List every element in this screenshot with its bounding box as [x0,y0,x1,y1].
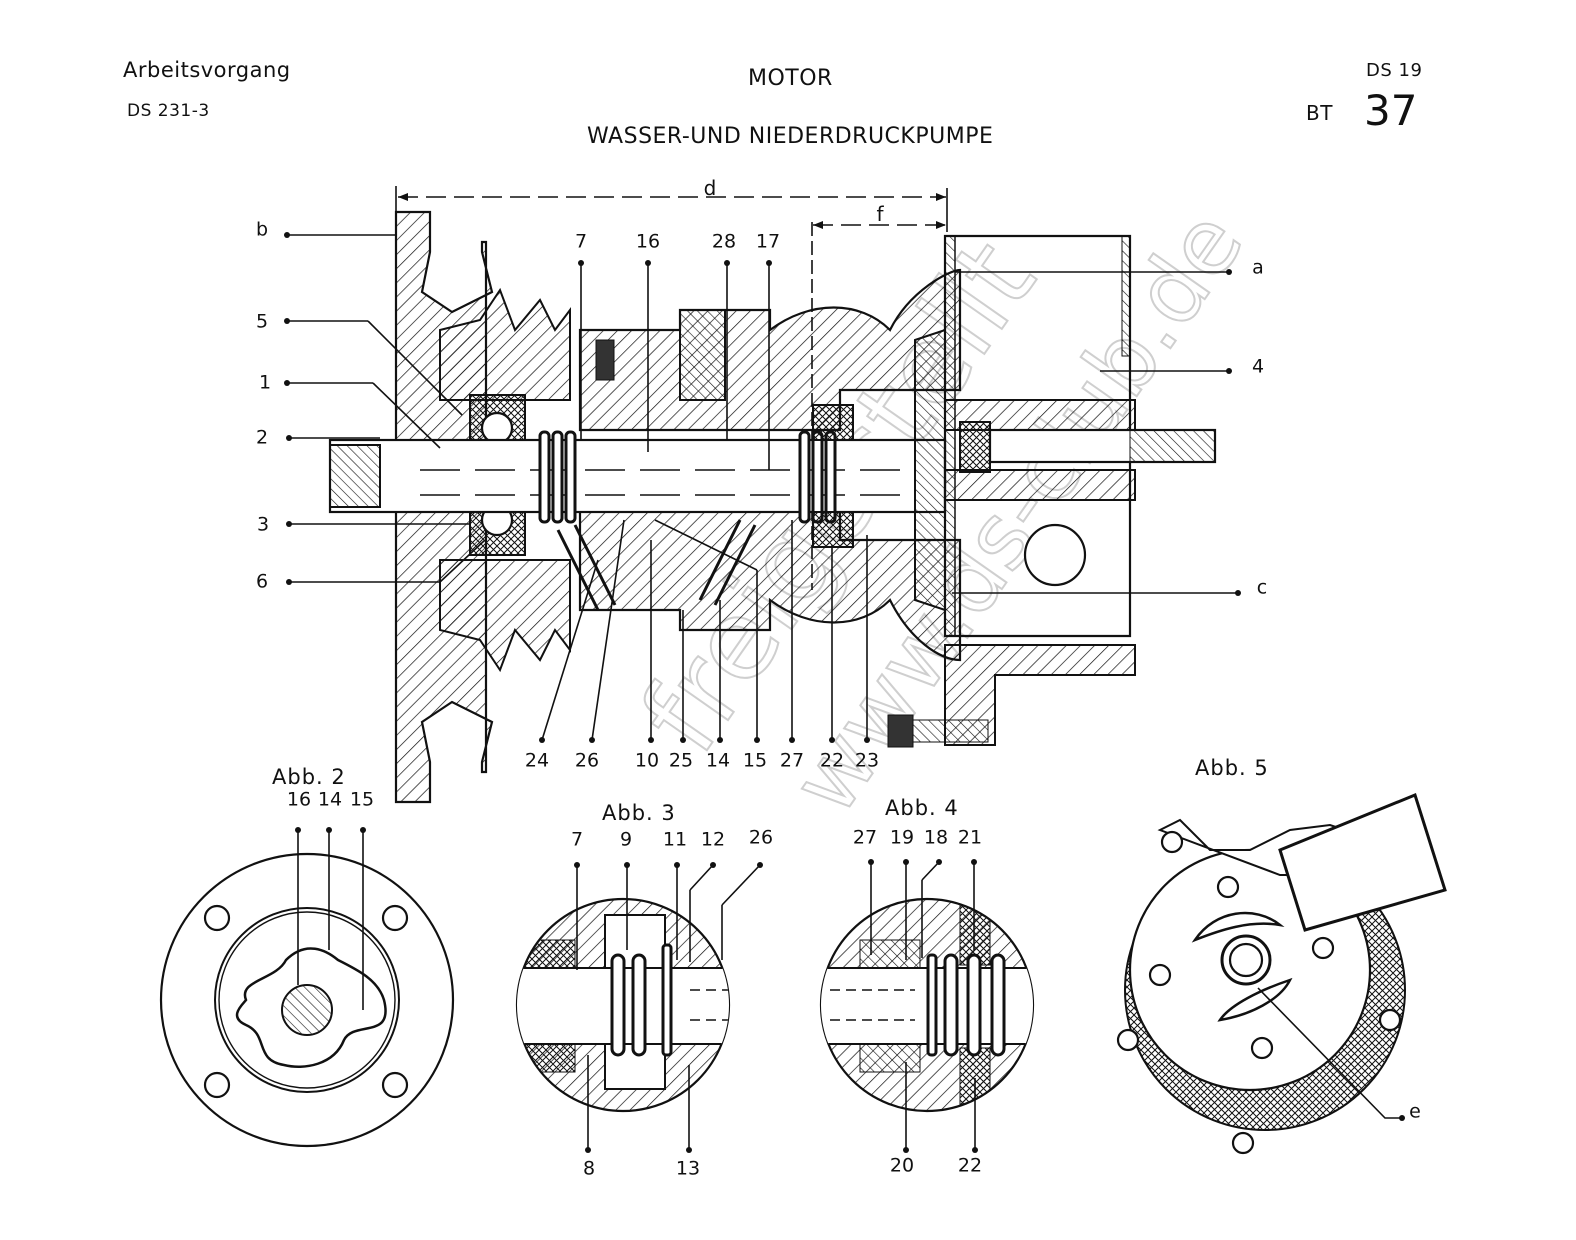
callout-17: 17 [755,230,781,253]
abb3-callout-13: 13 [675,1157,701,1180]
abb2-callout-15: 15 [349,788,375,811]
figure-abb3-drawing [515,862,763,1153]
abb5-callout-e: e [1409,1100,1421,1123]
abb3-callout-9: 9 [619,828,633,851]
callout-23: 23 [854,749,880,772]
callout-2: 2 [255,426,269,449]
abb3-callout-8: 8 [582,1157,596,1180]
abb4-callout-20: 20 [889,1154,915,1177]
callout-c: c [1256,576,1268,599]
callout-10: 10 [634,749,660,772]
callout-14: 14 [705,749,731,772]
abb3-callout-7: 7 [570,828,584,851]
figure-title-abb4: Abb. 4 [885,796,959,820]
operation-code: DS 231-3 [127,101,210,121]
callout-22: 22 [819,749,845,772]
abb4-callout-19: 19 [889,826,915,849]
model-label: DS 19 [1366,60,1423,81]
callout-5: 5 [255,310,269,333]
dimension-label-f: f [876,202,884,226]
callout-15: 15 [742,749,768,772]
figure-abb4-drawing [819,859,1035,1153]
callout-a: a [1252,256,1264,279]
figure-abb2-drawing [159,827,455,1148]
callout-6: 6 [255,570,269,593]
operation-label: Arbeitsvorgang [123,58,291,82]
dimension-d [395,186,948,232]
abb3-callout-12: 12 [700,828,726,851]
abb4-callout-22: 22 [957,1154,983,1177]
callout-26: 26 [574,749,600,772]
abb4-callout-21: 21 [957,826,983,849]
abb4-callout-18: 18 [923,826,949,849]
figure-title-abb2: Abb. 2 [272,765,346,789]
abb2-callout-14: 14 [317,788,343,811]
section-title: MOTOR [748,66,833,91]
callout-7: 7 [574,230,588,253]
dimension-label-d: d [703,176,717,200]
callout-24: 24 [524,749,550,772]
callout-4: 4 [1251,355,1265,378]
figure-title-abb3: Abb. 3 [602,801,676,825]
sheet-prefix: BT [1306,101,1333,125]
callout-b: b [255,218,269,241]
sheet-number: 37 [1364,86,1418,135]
callout-1: 1 [258,371,272,394]
page-title: WASSER-UND NIEDERDRUCKPUMPE [587,124,994,149]
callout-25: 25 [668,749,694,772]
callout-leaders [284,232,1241,743]
callout-16: 16 [635,230,661,253]
callout-27: 27 [779,749,805,772]
callout-3: 3 [256,513,270,536]
abb3-callout-11: 11 [662,828,688,851]
figure-title-abb5: Abb. 5 [1195,756,1269,780]
callout-28: 28 [711,230,737,253]
abb2-callout-16: 16 [286,788,312,811]
pump-cross-section [328,210,1217,804]
abb3-callout-26: 26 [748,826,774,849]
figure-abb5-drawing [1116,792,1447,1155]
abb4-callout-27: 27 [852,826,878,849]
